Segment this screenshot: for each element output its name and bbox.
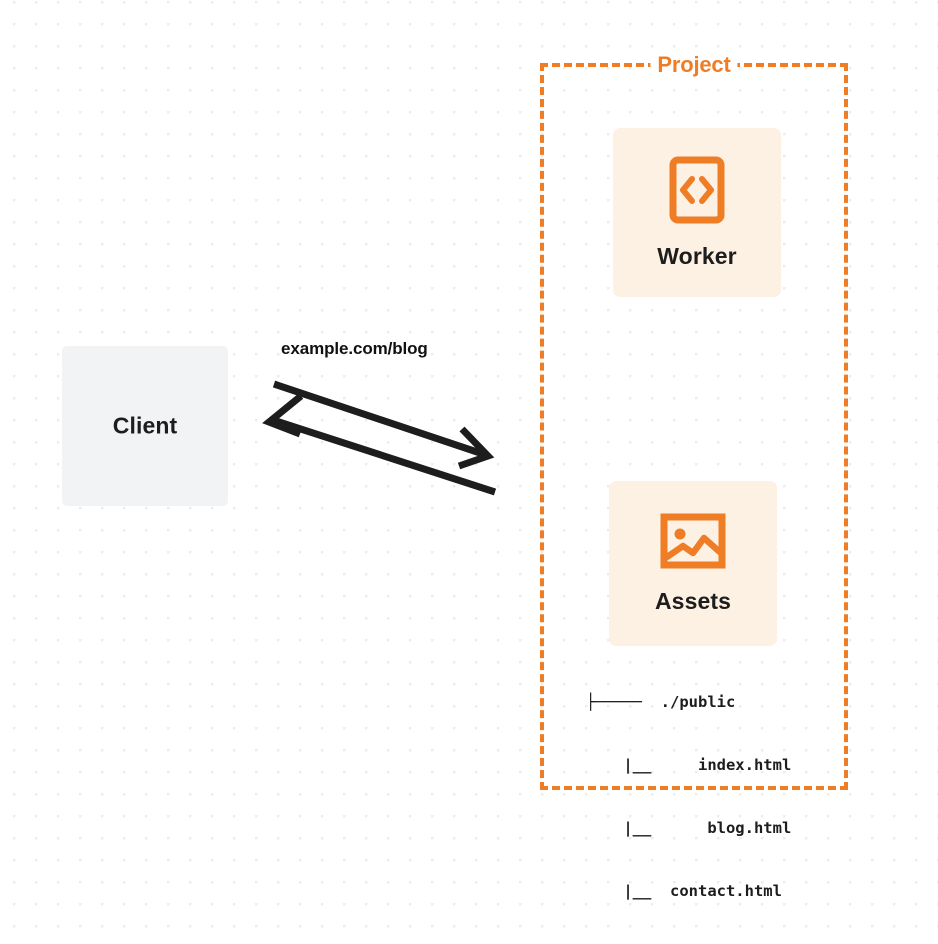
edge-label-url: example.com/blog <box>281 339 428 358</box>
image-icon <box>660 513 726 574</box>
client-node[interactable]: Client <box>62 346 228 506</box>
request-arrow <box>272 380 495 470</box>
worker-label: Worker <box>657 242 737 269</box>
file-tree-line: |__ contact.html <box>586 882 782 900</box>
worker-node[interactable]: Worker <box>613 128 781 297</box>
response-arrow <box>262 393 497 496</box>
project-container: Project <box>540 52 848 790</box>
assets-file-tree: ├───── ./public |__ index.html |__ blog.… <box>586 650 791 944</box>
assets-label: Assets <box>654 587 732 614</box>
file-tree-line: ├───── ./public <box>586 693 736 711</box>
project-title: Project <box>650 52 738 78</box>
code-brackets-icon <box>669 156 725 229</box>
client-label: Client <box>112 412 178 439</box>
file-tree-line: |__ blog.html <box>586 819 792 837</box>
assets-node[interactable]: Assets <box>609 481 777 646</box>
file-tree-line: |__ index.html <box>586 756 792 774</box>
diagram-canvas: Client example.com/blog Project Worker <box>62 52 848 900</box>
